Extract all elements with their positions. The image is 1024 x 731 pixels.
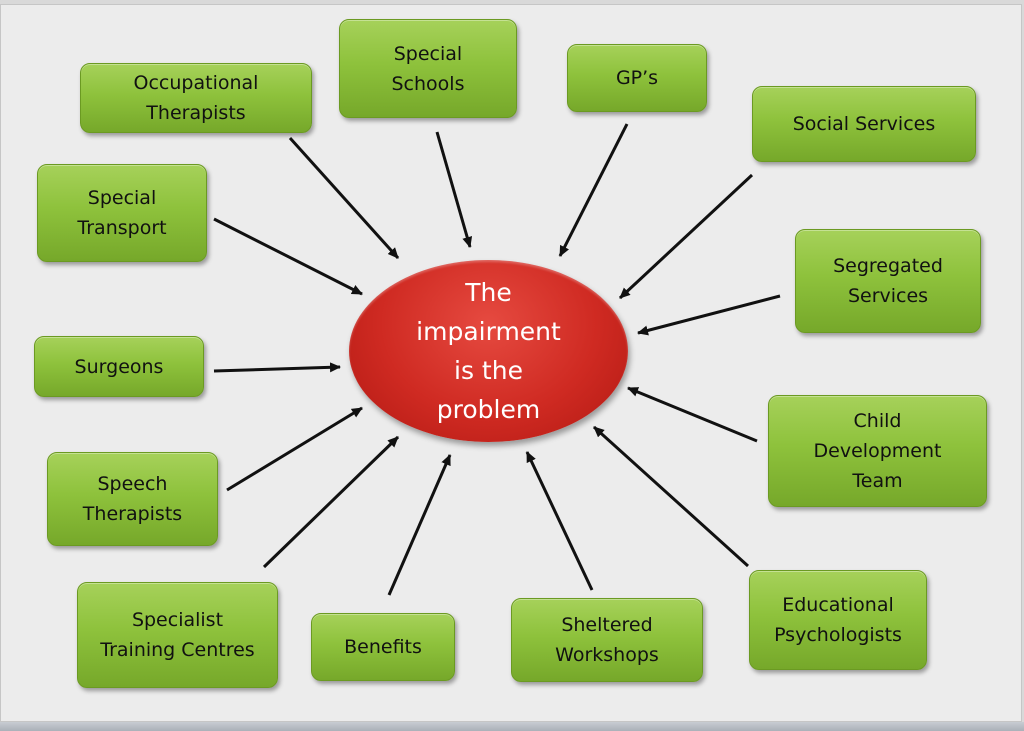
node-label: GP’s: [615, 67, 659, 89]
node-special-transport: Special Transport: [37, 164, 207, 262]
node-label: Segregated Services: [833, 255, 943, 307]
node-special-schools: Special Schools: [339, 19, 517, 118]
node-educational-psychologists: Educational Psychologists: [749, 570, 927, 670]
arrow-benefits: [387, 454, 452, 596]
arrow-special-schools: [435, 131, 473, 248]
arrow-sheltered-workshops: [525, 451, 594, 591]
node-label: Social Services: [792, 113, 936, 135]
node-label: Speech Therapists: [82, 473, 183, 525]
arrow-social-services: [618, 173, 754, 300]
arrow-occupational-therapists: [288, 136, 400, 260]
node-label: Specialist Training Centres: [100, 609, 255, 661]
arrow-special-transport: [213, 217, 363, 296]
node-specialist-training-centres: Specialist Training Centres: [77, 582, 278, 688]
arrow-educational-psychologists: [592, 425, 750, 568]
node-sheltered-workshops: Sheltered Workshops: [511, 598, 703, 682]
node-label: Occupational Therapists: [133, 72, 259, 124]
node-speech-therapists: Speech Therapists: [47, 452, 218, 546]
node-label: Child Development Team: [813, 410, 942, 492]
node-label: Benefits: [344, 636, 422, 658]
arrow-segregated-services: [637, 294, 781, 336]
node-social-services: Social Services: [752, 86, 976, 162]
node-label: Sheltered Workshops: [555, 614, 659, 666]
node-benefits: Benefits: [311, 613, 455, 681]
arrow-child-development-team: [627, 386, 758, 443]
node-surgeons: Surgeons: [34, 336, 204, 397]
node-label: Educational Psychologists: [774, 594, 902, 646]
node-child-development-team: Child Development Team: [768, 395, 987, 507]
node-label: Surgeons: [74, 355, 164, 378]
node-label: Special Schools: [391, 42, 465, 95]
arrow-speech-therapists: [226, 406, 363, 492]
center-text: The impairment is the problem: [416, 278, 561, 424]
node-gps: GP’s: [567, 44, 707, 112]
arrow-surgeons: [213, 362, 341, 373]
node-occupational-therapists: Occupational Therapists: [80, 63, 312, 133]
window-bottom-edge: [0, 722, 1024, 731]
node-label: Special Transport: [77, 187, 167, 239]
arrow-gps: [558, 123, 629, 257]
center-oval: The impairment is the problem: [349, 260, 628, 442]
node-segregated-services: Segregated Services: [795, 229, 981, 333]
arrow-specialist-training-centres: [262, 435, 400, 569]
